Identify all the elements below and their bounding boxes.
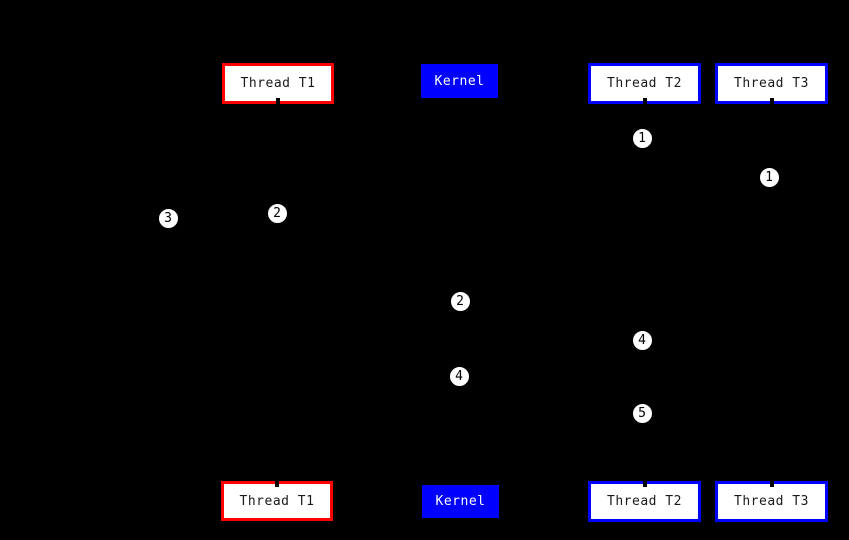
event-marker: 3 [157,207,179,229]
actor-box-thread-t3-bottom: Thread T3 [715,481,828,522]
actor-label-thread-t3-top: Thread T3 [734,76,809,91]
actor-label-thread-t1-bottom: Thread T1 [239,493,315,509]
actor-label-thread-t3-bottom: Thread T3 [734,494,809,509]
lifeline-notch [275,481,279,487]
lifeline-notch [642,481,647,487]
actor-box-kernel-top: Kernel [421,64,498,98]
actor-box-kernel-bottom: Kernel [422,485,499,518]
lifeline-notch [276,98,280,104]
event-marker: 1 [758,166,780,188]
event-marker: 2 [449,290,471,312]
event-marker: 5 [631,402,653,424]
actor-box-thread-t1-bottom: Thread T1 [221,481,333,521]
actor-box-thread-t2-bottom: Thread T2 [588,481,701,522]
lifeline-notch [642,98,647,104]
event-marker: 4 [631,329,653,351]
actor-label-thread-t1-top: Thread T1 [240,76,316,91]
actor-box-thread-t1-top: Thread T1 [222,63,334,104]
lifeline-notch [769,481,774,487]
actor-label-kernel-bottom: Kernel [435,494,486,509]
event-marker: 2 [266,202,288,224]
actor-label-kernel-top: Kernel [434,73,485,89]
actor-label-thread-t2-bottom: Thread T2 [607,494,682,509]
actor-box-thread-t3-top: Thread T3 [715,63,828,104]
event-marker: 1 [631,127,653,149]
actor-box-thread-t2-top: Thread T2 [588,63,701,104]
event-marker: 4 [448,365,470,387]
lifeline-notch [769,98,774,104]
actor-label-thread-t2-top: Thread T2 [607,76,682,91]
